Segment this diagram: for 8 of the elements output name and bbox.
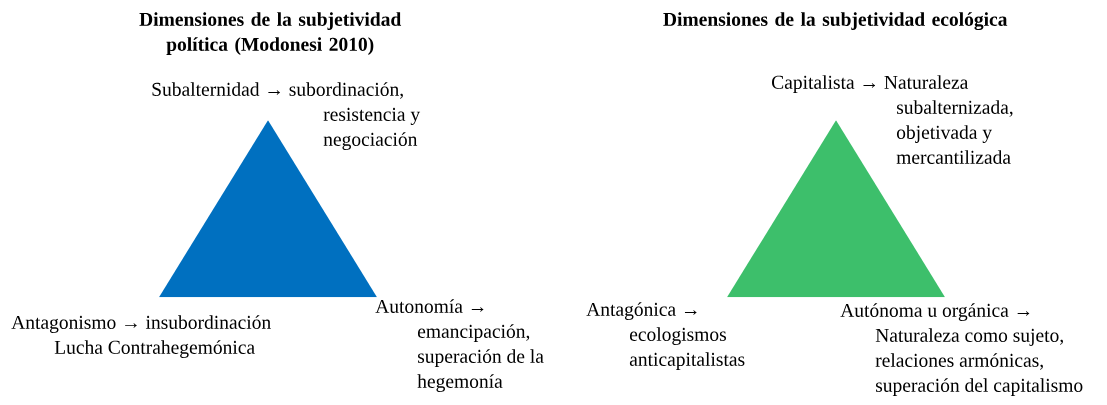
corner-label: Autónoma u orgánica → Naturaleza como sujeto, relaciones armónicas, superación del capitalismo: [840, 303, 1083, 396]
corner-label: Autonomía → emancipación, superación de la hegemonía: [375, 299, 544, 392]
heading: Dimensiones de la subjetividad política (Modonesi 2010): [139, 12, 402, 55]
corner-label: Antagónica → ecologismos anticapitalistas: [586, 302, 745, 370]
corner-label: Capitalista → Naturaleza subalternizada, objetivada y mercantilizada: [772, 75, 1013, 164]
corner-label: Antagonismo → insubordinación Lucha Contrahegemónica: [11, 315, 271, 358]
corner-label: Subalternidad → subordinación, resistencia y negociación: [152, 82, 421, 150]
heading: Dimensiones de la subjetividad ecológica: [663, 12, 1008, 31]
